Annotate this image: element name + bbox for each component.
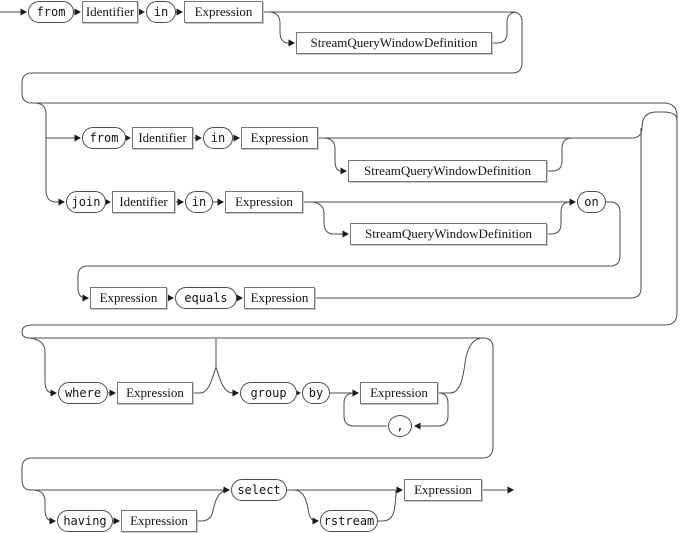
terminal-group: group [240, 382, 297, 404]
nonterminal-expression-final: Expression [404, 479, 482, 501]
nonterminal-expression-2: Expression [241, 127, 318, 149]
nonterminal-expression-groupby: Expression [360, 382, 438, 404]
terminal-from-2: from [82, 127, 126, 149]
terminal-having: having [57, 510, 113, 532]
terminal-in-3: in [185, 191, 213, 213]
nonterminal-window-definition-3: StreamQueryWindowDefinition [350, 223, 547, 245]
terminal-by: by [302, 382, 330, 404]
terminal-in-1: in [146, 1, 176, 23]
nonterminal-expression-3: Expression [225, 191, 303, 213]
nonterminal-expression-1: Expression [184, 1, 263, 23]
nonterminal-expression-equals-right: Expression [244, 287, 315, 309]
nonterminal-window-definition-2: StreamQueryWindowDefinition [348, 160, 547, 182]
nonterminal-window-definition-1: StreamQueryWindowDefinition [296, 32, 492, 54]
nonterminal-identifier-2: Identifier [132, 127, 193, 149]
nonterminal-expression-having: Expression [121, 510, 197, 532]
terminal-join: join [66, 191, 106, 213]
terminal-equals: equals [175, 287, 237, 309]
terminal-rstream: rstream [320, 510, 378, 532]
terminal-from-1: from [28, 1, 74, 23]
terminal-where: where [58, 382, 108, 404]
terminal-in-2: in [203, 127, 233, 149]
terminal-comma: , [388, 415, 412, 437]
nonterminal-identifier-3: Identifier [112, 191, 175, 213]
nonterminal-identifier-1: Identifier [82, 1, 138, 23]
nonterminal-expression-where: Expression [117, 382, 193, 404]
nonterminal-expression-equals-left: Expression [90, 287, 167, 309]
terminal-select: select [231, 479, 287, 501]
terminal-on: on [577, 191, 606, 213]
